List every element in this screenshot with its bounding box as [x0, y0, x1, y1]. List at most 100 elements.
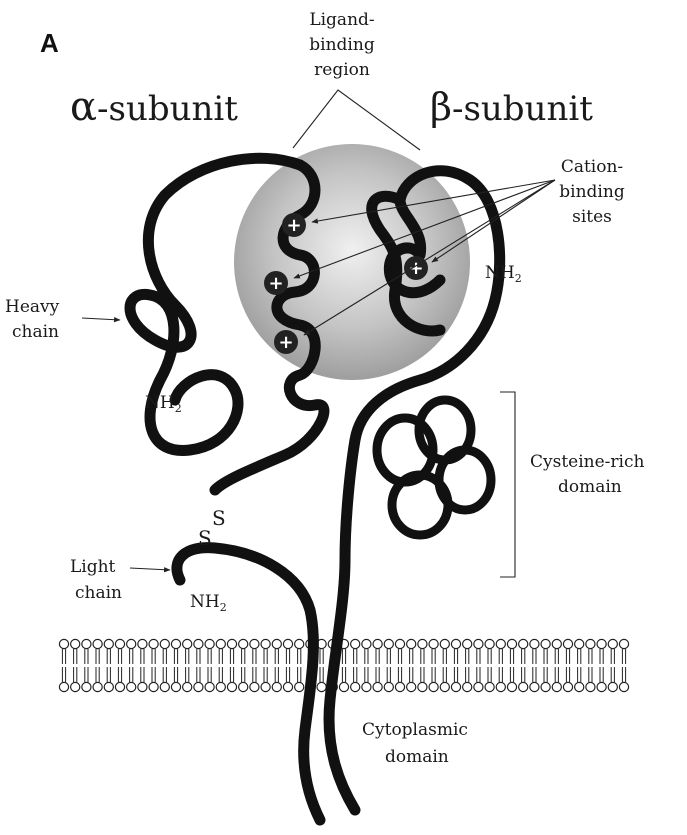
lipid-head: [115, 682, 124, 691]
lipid-head: [507, 682, 516, 691]
lipid-head: [474, 682, 483, 691]
beta-subunit-title: β-subunit: [430, 85, 593, 129]
disulfide-s1: S: [212, 506, 226, 530]
cysteine-rich-line2: domain: [558, 477, 622, 497]
lipid-head: [250, 639, 259, 648]
lipid-head: [429, 682, 438, 691]
lipid-head: [463, 682, 472, 691]
cation-symbol-2: +: [268, 273, 283, 294]
lipid-head: [619, 682, 628, 691]
lipid-head: [115, 639, 124, 648]
lipid-head: [384, 682, 393, 691]
panel-label: A: [40, 28, 59, 58]
lipid-head: [440, 682, 449, 691]
nh2-beta: NH2: [485, 263, 522, 285]
lipid-head: [418, 639, 427, 648]
cation-symbol-1: +: [286, 215, 301, 236]
lipid-head: [530, 682, 539, 691]
cation-binding-line3: sites: [572, 207, 612, 227]
lipid-head: [552, 639, 561, 648]
cation-site-3: +: [274, 330, 298, 354]
cysteine-rich-line1: Cysteine-rich: [530, 452, 645, 472]
lipid-head: [373, 682, 382, 691]
beta-subunit-label: -subunit: [452, 89, 593, 129]
cation-site-4: +: [404, 256, 428, 280]
lipid-head: [149, 639, 158, 648]
heavy-chain-arrow: [82, 318, 120, 320]
lipid-head: [619, 639, 628, 648]
lipid-head: [127, 639, 136, 648]
lipid-head: [82, 682, 91, 691]
cysteine-rich-domain-coils: [377, 400, 491, 535]
lipid-head: [71, 639, 80, 648]
lipid-head: [351, 682, 360, 691]
lipid-head: [283, 682, 292, 691]
lipid-head: [362, 682, 371, 691]
lipid-head: [59, 682, 68, 691]
lipid-head: [171, 639, 180, 648]
lipid-head: [93, 639, 102, 648]
lipid-head: [575, 639, 584, 648]
lipid-head: [586, 682, 595, 691]
lipid-head: [227, 682, 236, 691]
lipid-head: [395, 639, 404, 648]
lipid-head: [496, 682, 505, 691]
lipid-head: [283, 639, 292, 648]
lipid-head: [183, 682, 192, 691]
lipid-head: [575, 682, 584, 691]
lipid-head: [541, 682, 550, 691]
lipid-head: [608, 682, 617, 691]
nh2-light: NH2: [190, 592, 227, 614]
lipid-head: [507, 639, 516, 648]
lipid-head: [272, 639, 281, 648]
lipid-head: [418, 682, 427, 691]
cell-membrane: [59, 639, 628, 691]
disulfide-s2: S: [198, 526, 212, 550]
cytoplasmic-line1: Cytoplasmic: [362, 720, 468, 740]
lipid-head: [429, 639, 438, 648]
lipid-head: [608, 639, 617, 648]
lipid-head: [71, 682, 80, 691]
lipid-head: [272, 682, 281, 691]
lipid-head: [440, 639, 449, 648]
lipid-head: [239, 682, 248, 691]
ligand-binding-line2: binding: [309, 35, 375, 55]
lipid-head: [216, 682, 225, 691]
lipid-head: [239, 639, 248, 648]
lipid-head: [395, 682, 404, 691]
lipid-head: [183, 639, 192, 648]
lipid-head: [59, 639, 68, 648]
cation-site-1: +: [282, 213, 306, 237]
light-chain-arrow: [130, 568, 170, 570]
lipid-head: [82, 639, 91, 648]
lipid-head: [261, 682, 270, 691]
lipid-head: [519, 682, 528, 691]
alpha-subunit-title: α-subunit: [70, 84, 238, 130]
lipid-head: [563, 682, 572, 691]
cation-site-2: +: [264, 271, 288, 295]
lipid-head: [160, 639, 169, 648]
lipid-head: [171, 682, 180, 691]
lipid-head: [552, 682, 561, 691]
lipid-head: [227, 639, 236, 648]
lipid-head: [563, 639, 572, 648]
ligand-binding-line3: region: [314, 60, 370, 80]
lipid-head: [216, 639, 225, 648]
lipid-head: [205, 682, 214, 691]
lipid-head: [474, 639, 483, 648]
lipid-head: [317, 682, 326, 691]
lipid-head: [586, 639, 595, 648]
lipid-head: [597, 639, 606, 648]
lipid-head: [373, 639, 382, 648]
lipid-head: [519, 639, 528, 648]
lipid-head: [261, 639, 270, 648]
ligand-pointer-lines: [293, 90, 420, 150]
lipid-head: [194, 682, 203, 691]
lipid-head: [205, 639, 214, 648]
cysteine-rich-bracket: [500, 392, 515, 577]
lipid-head: [496, 639, 505, 648]
cation-symbol-3: +: [278, 332, 293, 353]
lipid-head: [104, 682, 113, 691]
lipid-head: [485, 639, 494, 648]
lipid-head: [194, 639, 203, 648]
